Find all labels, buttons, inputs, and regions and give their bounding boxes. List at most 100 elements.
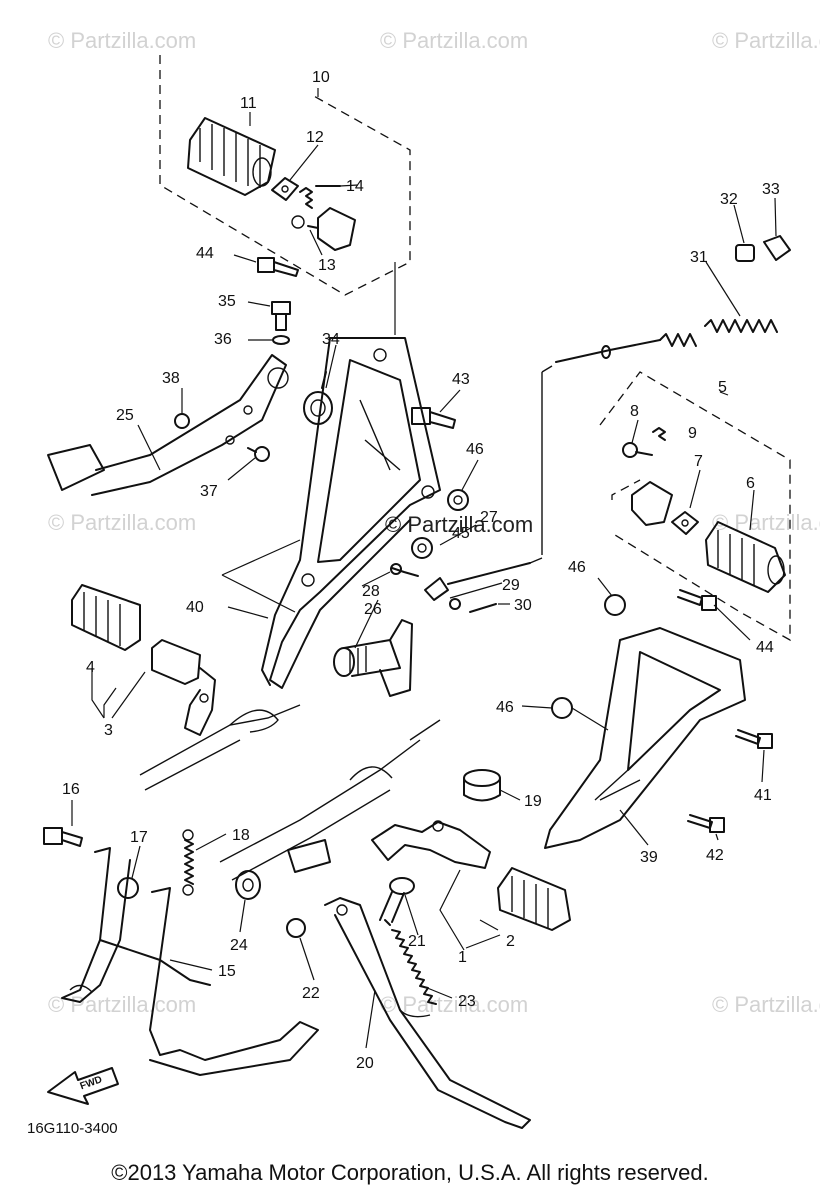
callout-40: 40 bbox=[186, 599, 204, 616]
part-9-spring-pin bbox=[652, 427, 666, 441]
part-41-bolt bbox=[735, 729, 773, 749]
part-15-main-stand bbox=[61, 847, 319, 1076]
callout-31: 31 bbox=[690, 249, 708, 266]
part-32-adjust-nut bbox=[735, 244, 755, 262]
part-44-bolt-lower bbox=[677, 589, 717, 611]
callout-3: 3 bbox=[104, 722, 113, 739]
callout-15: 15 bbox=[218, 963, 236, 980]
part-22-nut bbox=[286, 918, 306, 938]
callout-20: 20 bbox=[356, 1055, 374, 1072]
part-39-right-footrest-bracket bbox=[544, 627, 746, 849]
callout-46-left: 46 bbox=[466, 441, 484, 458]
callout-22: 22 bbox=[302, 985, 320, 1002]
watermark-mid-left: © Partzilla.com bbox=[48, 510, 197, 535]
copyright-notice: ©2013 Yamaha Motor Corporation, U.S.A. A… bbox=[111, 1160, 709, 1185]
part-45-nut bbox=[411, 537, 433, 559]
callout-44-lower: 44 bbox=[756, 639, 774, 656]
callout-24: 24 bbox=[230, 937, 248, 954]
callout-33: 33 bbox=[762, 181, 780, 198]
group-10-left-footrest-box bbox=[159, 55, 411, 296]
part-36-washer bbox=[272, 335, 290, 345]
callout-28: 28 bbox=[362, 583, 380, 600]
part-33-cap bbox=[763, 235, 791, 261]
callout-1: 1 bbox=[458, 949, 467, 966]
part-6-footrest-rubber bbox=[705, 521, 786, 593]
part-25-brake-pedal bbox=[47, 354, 289, 496]
callout-27: 27 bbox=[480, 509, 498, 526]
callout-35: 35 bbox=[218, 293, 236, 310]
watermark-top-right: © Partzilla.com bbox=[712, 28, 820, 53]
callout-26: 26 bbox=[364, 601, 382, 618]
callout-2: 2 bbox=[506, 933, 515, 950]
part-44-bolt-upper bbox=[257, 257, 299, 277]
callout-41: 41 bbox=[754, 787, 772, 804]
callout-6: 6 bbox=[746, 475, 755, 492]
callout-8: 8 bbox=[630, 403, 639, 420]
part-2-footrest-rubber bbox=[497, 867, 571, 931]
callout-11: 11 bbox=[240, 95, 257, 112]
callout-10: 10 bbox=[312, 69, 330, 86]
part-43-bolt bbox=[411, 407, 456, 429]
part-30-cotter-pin bbox=[469, 603, 497, 613]
part-12-plate bbox=[271, 177, 299, 201]
part-4-footrest-rubber bbox=[71, 584, 141, 651]
callout-labels: 10 11 12 14 13 44 35 36 34 38 25 37 43 4… bbox=[62, 69, 780, 1072]
part-37-bolt bbox=[247, 446, 270, 462]
callout-25: 25 bbox=[116, 407, 134, 424]
part-21-bolt bbox=[379, 877, 415, 923]
watermark-center: © Partzilla.com bbox=[385, 512, 533, 537]
part-42-bolt bbox=[687, 814, 725, 833]
callout-21: 21 bbox=[408, 933, 426, 950]
callout-46-right-lower: 46 bbox=[496, 699, 514, 716]
clip-bracket bbox=[287, 839, 331, 873]
part-40-left-footrest-bracket bbox=[261, 337, 441, 689]
callout-30: 30 bbox=[514, 597, 532, 614]
part-16-bolt bbox=[43, 827, 83, 847]
callout-37: 37 bbox=[200, 483, 218, 500]
part-11-footrest-rubber bbox=[187, 117, 276, 196]
part-19-stopper bbox=[463, 769, 501, 802]
group-5-right-footrest-box bbox=[599, 371, 791, 642]
callout-36: 36 bbox=[214, 331, 232, 348]
callout-38: 38 bbox=[162, 370, 180, 387]
callout-32: 32 bbox=[720, 191, 738, 208]
callout-39: 39 bbox=[640, 849, 658, 866]
callout-44-upper: 44 bbox=[196, 245, 214, 262]
part-7-plate bbox=[671, 511, 699, 535]
callout-45: 45 bbox=[452, 525, 470, 542]
callout-13: 13 bbox=[318, 257, 336, 274]
callout-34: 34 bbox=[322, 331, 340, 348]
callout-18: 18 bbox=[232, 827, 250, 844]
watermark-bottom-left: © Partzilla.com bbox=[48, 992, 197, 1017]
part-27-brake-rod bbox=[424, 365, 553, 601]
part-18-stand-spring bbox=[182, 829, 194, 896]
part-24-bushing bbox=[235, 870, 261, 900]
fwd-arrow-icon: FWD bbox=[47, 1067, 119, 1105]
part-footrest-bracket-right bbox=[631, 481, 673, 526]
leader-lines bbox=[71, 112, 777, 1049]
callout-7: 7 bbox=[694, 453, 703, 470]
callout-16: 16 bbox=[62, 781, 80, 798]
callout-23: 23 bbox=[458, 993, 476, 1010]
part-29-washer bbox=[449, 598, 461, 610]
callout-42: 42 bbox=[706, 847, 724, 864]
part-38-nut bbox=[174, 413, 190, 429]
part-35-bolt bbox=[271, 301, 291, 331]
part-20-side-stand bbox=[324, 897, 531, 1129]
watermark-mid-right: © Partzilla.com bbox=[712, 510, 820, 535]
watermark-top-left: © Partzilla.com bbox=[48, 28, 197, 53]
diagram-code: 16G110-3400 bbox=[27, 1120, 118, 1137]
callout-14: 14 bbox=[346, 178, 364, 195]
part-13-footrest-bracket bbox=[291, 207, 356, 251]
callout-5: 5 bbox=[718, 379, 727, 396]
watermark-top-center: © Partzilla.com bbox=[380, 28, 529, 53]
part-23-side-stand-spring bbox=[384, 919, 437, 1018]
part-3-footrest-assembly bbox=[151, 639, 216, 736]
frame-outline bbox=[139, 704, 441, 881]
watermark-bottom-right: © Partzilla.com bbox=[712, 992, 820, 1017]
part-46-nut-upper bbox=[447, 489, 469, 511]
part-8-pin bbox=[622, 442, 653, 458]
part-46-nut-right-lower bbox=[551, 697, 573, 719]
part-14-spring-pin bbox=[299, 185, 341, 209]
